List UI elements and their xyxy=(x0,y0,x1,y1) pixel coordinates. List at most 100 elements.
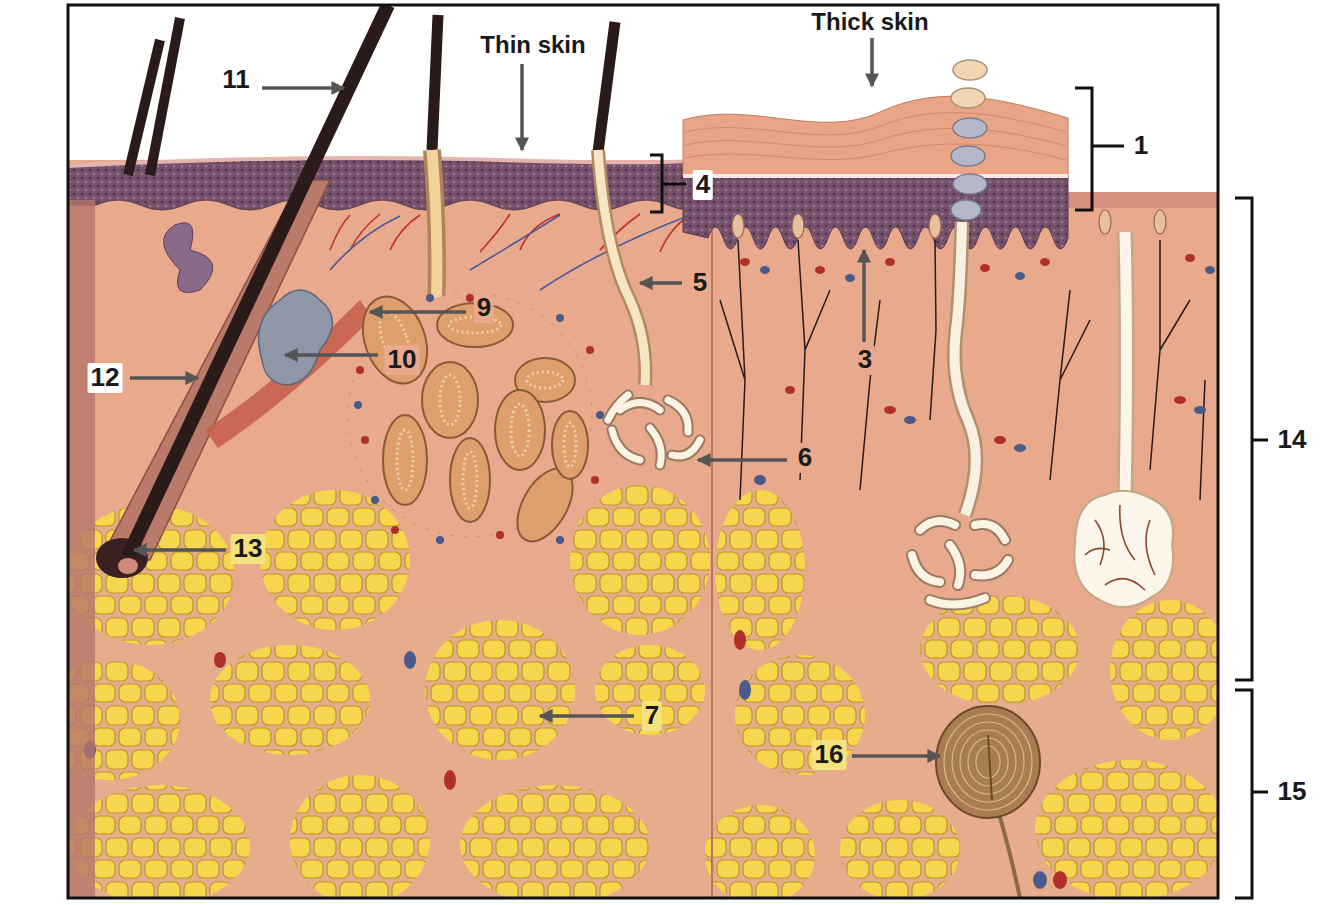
nerves-part xyxy=(1200,380,1205,500)
sweat-coil-part xyxy=(668,400,688,432)
large-gland-part-part xyxy=(426,294,434,302)
leader-arrows-part xyxy=(130,376,198,380)
thick-sweat-coil-part-part xyxy=(930,598,985,605)
large-gland-part xyxy=(356,294,599,539)
sebaceous-gland xyxy=(259,290,333,385)
capillaries-part xyxy=(330,215,690,290)
region-label: Thick skin xyxy=(808,8,931,36)
vessel-dots-part-part xyxy=(1014,444,1026,452)
right-gland-part xyxy=(1125,232,1127,500)
thick-sweat-duct-part xyxy=(953,60,987,80)
right-gland xyxy=(1074,232,1173,607)
thick-sweat-coil-part-part xyxy=(930,598,985,605)
vessel-dots-part-part xyxy=(754,475,766,485)
large-gland-part-part xyxy=(450,438,490,522)
large-gland-part-part xyxy=(511,404,529,456)
fat-lobules-part xyxy=(735,655,865,775)
right-gland-part-part xyxy=(1105,579,1145,590)
thick-sweat-coil-part-part xyxy=(920,521,955,530)
frame xyxy=(68,5,1218,898)
skin-section-part-part xyxy=(672,440,700,456)
vessel-dots-part-part xyxy=(1015,272,1025,280)
thick-sweat-coil-part-part xyxy=(912,555,940,582)
thick-sweat-coil xyxy=(912,521,1008,605)
callout-number: 5 xyxy=(690,268,710,298)
sweat-coil-part xyxy=(650,428,661,465)
dermis xyxy=(68,160,1218,898)
leader-arrows-part xyxy=(520,64,524,150)
vessel-dots-part-part xyxy=(734,630,746,650)
vessel-dots-part-part xyxy=(739,680,751,700)
vessel-dots-part-part xyxy=(760,266,770,274)
thick-sweat-coil-part-part xyxy=(975,560,1008,575)
tactile-corpuscles-part xyxy=(792,214,804,238)
large-gland-part-part xyxy=(383,415,427,505)
callout-number: 7 xyxy=(642,701,662,731)
nerves-part xyxy=(1150,240,1190,470)
large-gland-part-part xyxy=(361,436,369,444)
thick-sweat-duct-part xyxy=(953,174,987,194)
large-gland-part xyxy=(373,308,576,508)
hair-shafts-part xyxy=(598,22,615,152)
tactile-corpuscles-part xyxy=(732,214,744,238)
large-gland-part-part xyxy=(436,536,444,544)
skin-section-part-part xyxy=(650,428,661,465)
leader-arrows-part xyxy=(862,250,866,342)
large-gland-part-part xyxy=(527,372,563,388)
callout-number: 3 xyxy=(855,345,875,375)
large-gland-part-part xyxy=(556,314,564,322)
right-gland-part-part xyxy=(1085,548,1110,555)
leader-arrows-part xyxy=(640,281,682,285)
callout-number: 15 xyxy=(1275,777,1310,807)
callout-number: 12 xyxy=(88,363,123,393)
tactile-corpuscles xyxy=(732,210,1166,238)
leader-arrows-part xyxy=(852,754,940,758)
fat-lobules-part xyxy=(460,785,650,898)
fat-lobules xyxy=(68,485,1218,898)
thick-sweat-coil-part-part xyxy=(975,560,1008,575)
right-gland-part xyxy=(1125,232,1127,500)
sweat-coil xyxy=(608,395,700,465)
vessel-dots-part-part xyxy=(904,416,916,424)
hair-shafts-part xyxy=(128,40,160,175)
thick-sweat-coil-part-part xyxy=(920,521,955,530)
vessel-dots-part-part xyxy=(214,652,226,668)
thick-sweat-duct xyxy=(951,60,987,515)
skin-section-part-part xyxy=(608,395,628,420)
large-gland-part-part xyxy=(591,476,599,484)
large-gland xyxy=(348,287,604,550)
hair-shafts-part xyxy=(432,15,438,150)
fat-lobules-part xyxy=(715,490,805,650)
vessel-dots-part-part xyxy=(1174,396,1186,404)
vessel-dots-part-part xyxy=(404,651,416,669)
callout-number: 10 xyxy=(385,345,420,375)
right-gland-part-part xyxy=(1146,520,1155,575)
sweat-coil-part xyxy=(612,430,640,460)
fat-lobules-part xyxy=(210,645,370,755)
fat-lobules-part xyxy=(920,595,1080,705)
right-gland-part xyxy=(1085,505,1155,590)
leader-arrows xyxy=(130,38,940,756)
large-gland-part-part xyxy=(356,366,364,374)
thick-sweat-duct-part xyxy=(951,200,981,220)
tactile-corpuscles-part xyxy=(1099,210,1111,234)
region-label: Thin skin xyxy=(477,31,588,59)
brackets-part xyxy=(1235,198,1268,680)
fat-lobules-part xyxy=(425,620,575,760)
vessel-dots-part-part xyxy=(1194,406,1206,414)
pacinian-corpuscle-part-part xyxy=(952,722,1024,802)
stratum-lucidum xyxy=(683,174,1068,178)
large-gland-part-part xyxy=(556,536,564,544)
large-gland-part-part xyxy=(351,287,438,392)
leader-arrows-part xyxy=(262,86,344,90)
pacinian-corpuscle-part xyxy=(988,735,992,800)
thick-sweat-coil-part-part xyxy=(950,545,960,585)
nerves-part xyxy=(1050,290,1090,480)
callout-number: 9 xyxy=(474,293,494,323)
thick-sweat-duct-part xyxy=(951,146,985,166)
capillaries xyxy=(330,214,690,290)
callout-number: 4 xyxy=(693,170,713,200)
vessel-dots-part xyxy=(214,254,1195,889)
